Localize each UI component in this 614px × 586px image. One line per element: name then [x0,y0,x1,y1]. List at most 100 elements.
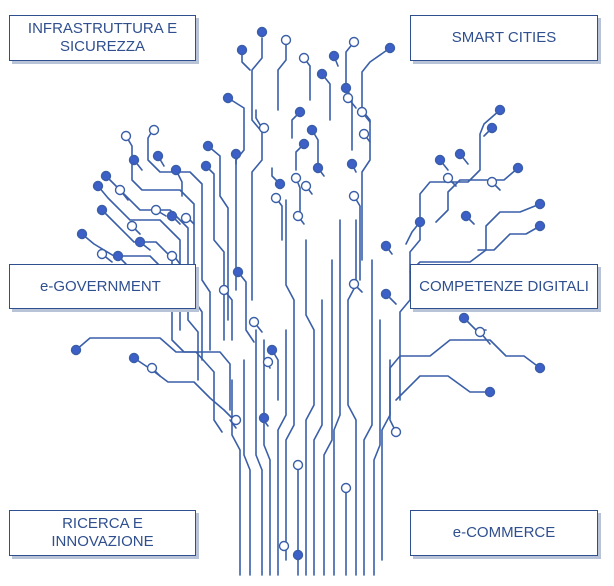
circuit-node-filled [454,148,466,160]
circuit-node-filled [340,82,352,94]
circuit-node-open [96,248,108,260]
circuit-trace [251,37,263,301]
circuit-node-filled [306,124,318,136]
circuit-trace [395,375,491,401]
circuit-node-filled [200,160,212,172]
circuit-node-filled [128,154,140,166]
circuit-trace [373,319,381,576]
label-ricerca-line1: RICERCA E [62,515,143,532]
circuit-node-open [356,106,368,118]
circuit-trace [389,339,541,433]
circuit-node-open [442,172,454,184]
circuit-trace [255,329,263,576]
circuit-node-open [166,250,178,262]
circuit-node-open [230,414,242,426]
circuit-node-filled [380,240,392,252]
circuit-trace [263,339,271,576]
circuit-node-open [342,92,354,104]
circuit-node-filled [512,162,524,174]
circuit-node-filled [92,180,104,192]
circuit-trace [333,219,341,576]
circuit-node-open [348,278,360,290]
circuit-trace [205,165,225,341]
circuit-node-open [258,122,270,134]
circuit-node-open [120,130,132,142]
circuit-node-filled [266,344,278,356]
circuit-trace [275,197,283,241]
circuit-node-filled [414,216,426,228]
circuit-trace [237,271,255,343]
circuit-trace [125,135,203,361]
label-competenze-digitali-text: COMPETENZE DIGITALI [419,277,589,295]
circuit-node-filled [222,92,234,104]
circuit-trace [285,199,295,561]
label-e-government-text: e-GOVERNMENT [40,277,161,295]
circuit-node-filled [534,362,546,374]
circuit-trace [75,337,223,433]
circuit-traces [75,37,541,576]
circuit-node-open [348,36,360,48]
label-smart-cities: SMART CITIES [410,15,598,61]
circuit-trace [243,359,251,576]
circuit-node-filled [96,204,108,216]
label-ricerca-line2: INNOVAZIONE [51,533,154,550]
circuit-trace [363,259,373,576]
circuit-node-open [148,124,160,136]
circuit-node-filled [232,266,244,278]
circuit-node-open [298,52,310,64]
circuit-node-open [292,210,304,222]
circuit-node-filled [292,549,304,561]
circuit-node-open [114,184,126,196]
label-infrastruttura-line2: SICUREZZA [59,38,145,55]
circuit-node-filled [202,140,214,152]
circuit-node-open [180,212,192,224]
circuit-node-filled [312,162,324,174]
circuit-nodes [70,26,546,561]
circuit-node-filled [486,122,498,134]
circuit-node-filled [100,170,112,182]
circuit-trace [311,129,319,166]
circuit-trace [477,225,541,251]
circuit-node-open [358,128,370,140]
circuit-node-filled [494,104,506,116]
circuit-node-filled [170,164,182,176]
circuit-node-open [248,316,260,328]
circuit-trace [147,127,211,351]
circuit-node-filled [152,150,164,162]
circuit-trace [313,299,323,576]
circuit-node-open [474,326,486,338]
circuit-node-filled [380,288,392,300]
circuit-node-open [486,176,498,188]
circuit-node-open [262,356,274,368]
circuit-trace [303,57,311,101]
circuit-node-open [348,190,360,202]
label-smart-cities-text: SMART CITIES [451,29,557,46]
circuit-node-filled [258,412,270,424]
circuit-node-filled [76,228,88,240]
circuit-node-filled [316,68,328,80]
circuit-trace [323,259,333,576]
circuit-node-filled [434,154,446,166]
circuit-node-filled [70,344,82,356]
circuit-node-filled [484,386,496,398]
circuit-trace [241,51,251,71]
label-ricerca-innovazione: RICERCA E INNOVAZIONE [9,510,196,556]
circuit-node-open [278,540,290,552]
circuit-node-filled [230,148,242,160]
circuit-trace [207,145,229,321]
circuit-trace [345,41,355,89]
circuit-node-open [218,284,230,296]
circuit-trace [409,203,541,273]
circuit-node-filled [128,352,140,364]
circuit-trace [353,195,361,281]
circuit-trace [277,329,287,576]
circuit-trace [97,185,181,331]
circuit-node-filled [328,50,340,62]
circuit-trace [347,219,357,576]
label-infrastruttura-line1: INFRASTRUTTURA E [27,20,178,37]
circuit-node-open [126,220,138,232]
circuit-trace [277,41,287,111]
circuit-node-open [150,204,162,216]
circuit-trace [227,97,245,291]
